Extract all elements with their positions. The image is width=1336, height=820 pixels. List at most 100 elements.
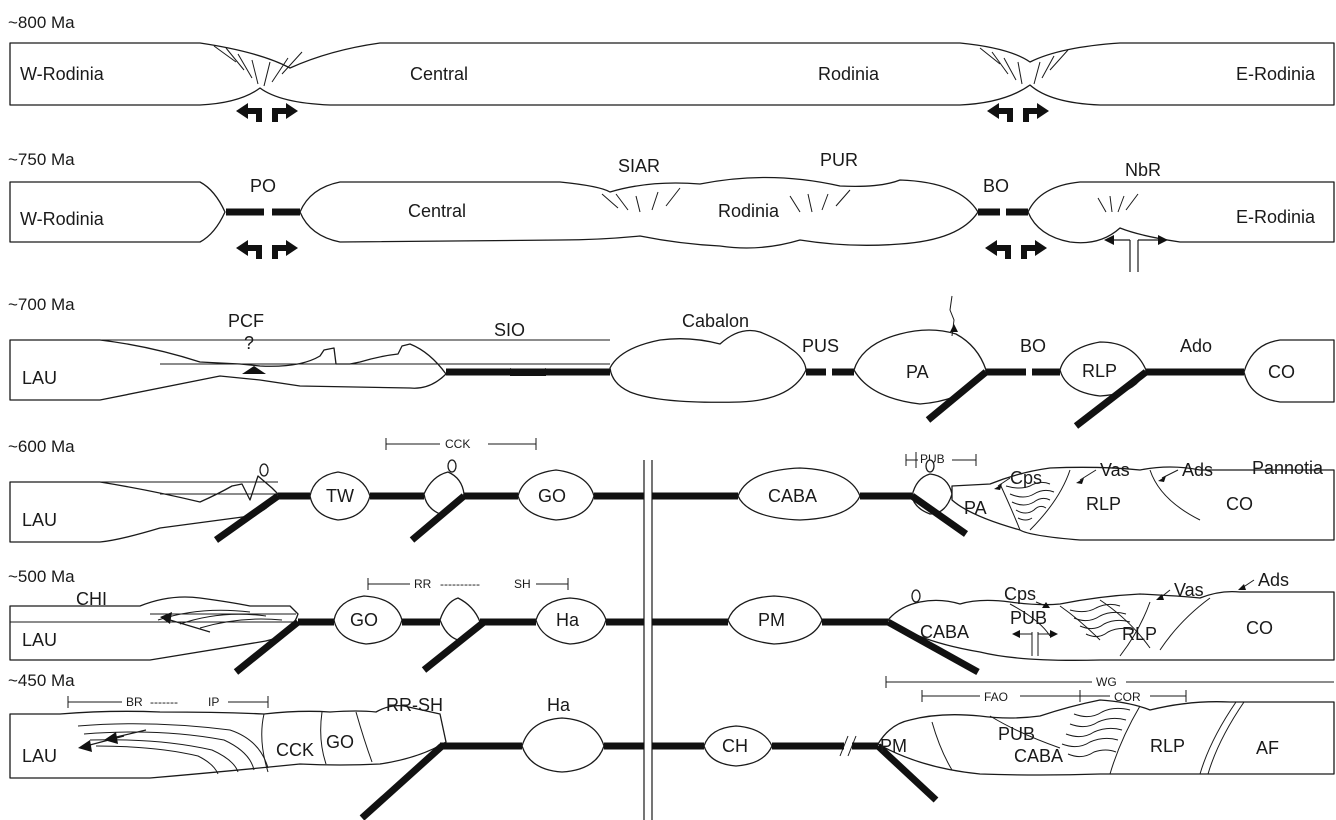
- label-co: CO: [1268, 362, 1295, 382]
- age-label-750: ~750 Ma: [8, 150, 75, 169]
- age-label-450: ~450 Ma: [8, 671, 75, 690]
- lau-thrust-arrow-head-450b: [104, 732, 118, 744]
- scale-label-fao: FAO: [984, 690, 1008, 704]
- nbr-rift-faults: [1097, 193, 1139, 213]
- scale-dash-450: -------: [150, 695, 178, 709]
- pannotia-east-block: [951, 466, 1335, 541]
- rr-sh-scale-bar: RR ---------- SH: [367, 576, 569, 591]
- volcano-500-caba: [911, 589, 921, 603]
- ads-arrow-head-2: [1238, 584, 1246, 590]
- panel-500ma: ~500 Ma RR ---------- SH GO Ha: [8, 567, 1335, 676]
- lau-thrust-arrow-450a: [85, 735, 125, 747]
- label-lau: LAU: [22, 368, 57, 388]
- label-bo-2: BO: [1020, 336, 1046, 356]
- label-vas: Vas: [1100, 460, 1130, 480]
- cps-pointer: [997, 477, 1011, 487]
- label-rodinia: Rodinia: [818, 64, 880, 84]
- rift-faults-west: [213, 45, 303, 87]
- cck-block-600: [423, 471, 465, 515]
- vas-suture: [1029, 469, 1071, 531]
- rlp-west-suture-450: [1109, 705, 1141, 775]
- label-pcf: PCF: [228, 311, 264, 331]
- scale-label-br: BR: [126, 695, 143, 709]
- label-cabalon: Cabalon: [682, 311, 749, 331]
- label-pannotia: Pannotia: [1252, 458, 1324, 478]
- scale-label-wg: WG: [1096, 675, 1117, 689]
- label-pub-3: PUB: [998, 724, 1035, 744]
- lau-block-2: [9, 475, 279, 543]
- lau-thrust-arrow-head: [160, 612, 172, 624]
- label-pm: PM: [758, 610, 785, 630]
- label-caba-2: CABA: [920, 622, 969, 642]
- lau-slab-500: [233, 619, 301, 675]
- scale-label-ip: IP: [208, 695, 219, 709]
- ads-arrow-head: [1158, 476, 1166, 482]
- pannotia-east-block-2: [887, 590, 1335, 661]
- age-label-500: ~500 Ma: [8, 567, 75, 586]
- panel-600ma: ~600 Ma CCK PUB TW GO: [8, 436, 1335, 820]
- label-w-rodinia: W-Rodinia: [20, 64, 105, 84]
- label-lau-2: LAU: [22, 510, 57, 530]
- label-cps-2: Cps: [1004, 584, 1036, 604]
- label-co-3: CO: [1246, 618, 1273, 638]
- label-question: ?: [244, 333, 254, 353]
- central-rodinia-block: [299, 176, 979, 249]
- volcano-600-west: [259, 463, 269, 477]
- pub-slab-600: [909, 493, 969, 537]
- scale-label-sh: SH: [514, 577, 531, 591]
- fold-belt-450: [1061, 707, 1131, 758]
- label-ads: Ads: [1182, 460, 1213, 480]
- volcano-600-pub: [925, 459, 935, 473]
- label-w-rodinia-2: W-Rodinia: [20, 209, 105, 229]
- panel-450ma: ~450 Ma BR ------- IP WG FAO: [8, 671, 1335, 820]
- label-pa-2: PA: [964, 498, 987, 518]
- label-tw: TW: [326, 486, 354, 506]
- scale-dash-500: ----------: [440, 577, 480, 591]
- label-rr-sh: RR-SH: [386, 695, 443, 715]
- label-central: Central: [410, 64, 468, 84]
- lau-slab-450: [359, 743, 445, 820]
- vas-arrow-head: [1076, 478, 1084, 484]
- pa-volcano-cone: [950, 324, 958, 332]
- label-pus: PUS: [802, 336, 839, 356]
- label-pa: PA: [906, 362, 929, 382]
- vas-arrow-head-2: [1156, 594, 1164, 600]
- fold-belt-500: [1069, 603, 1135, 638]
- siar-rift-faults: [601, 187, 851, 213]
- pa-block: [853, 329, 987, 405]
- label-caba: CABA: [768, 486, 817, 506]
- w-rodinia-block: [9, 181, 226, 243]
- label-lau-4: LAU: [22, 746, 57, 766]
- lau-thrust-arrow-450b: [111, 729, 147, 739]
- label-ha-2: Ha: [547, 695, 571, 715]
- vas-pointer: [1079, 469, 1097, 481]
- volcano-600-cck: [447, 459, 457, 473]
- lau-block-3: [9, 596, 299, 661]
- af-suture-b: [1207, 701, 1245, 775]
- break-mark-a: [839, 735, 849, 757]
- fao-scale-bar: FAO: [921, 689, 1081, 704]
- cabalon-block: [609, 329, 807, 403]
- label-siar: SIAR: [618, 156, 660, 176]
- br-ip-scale-bar: BR ------- IP: [67, 694, 269, 709]
- cps-arrow-head-2: [1042, 602, 1050, 608]
- wg-scale-bar: WG: [885, 674, 1334, 689]
- label-nbr: NbR: [1125, 160, 1161, 180]
- pa-rlp-suture: [999, 483, 1021, 531]
- label-central-2: Central: [408, 201, 466, 221]
- vas-suture-500: [1099, 599, 1151, 649]
- rlp-subducting-slab: [1073, 369, 1149, 429]
- nbr-upwelling-arrows: [1104, 235, 1168, 272]
- age-label-700: ~700 Ma: [8, 295, 75, 314]
- label-rlp-4: RLP: [1150, 736, 1185, 756]
- label-vas-2: Vas: [1174, 580, 1204, 600]
- pub-caba-suture: [989, 715, 1061, 749]
- sio-ridge: [510, 368, 546, 376]
- label-cck-2: CCK: [276, 740, 314, 760]
- break-mark-b: [847, 735, 857, 757]
- panel-750ma: ~750 Ma PO SIAR PUR BO NbR: [8, 150, 1335, 272]
- label-go: GO: [538, 486, 566, 506]
- label-af: AF: [1256, 738, 1279, 758]
- label-caba-3: CABA: [1014, 746, 1063, 766]
